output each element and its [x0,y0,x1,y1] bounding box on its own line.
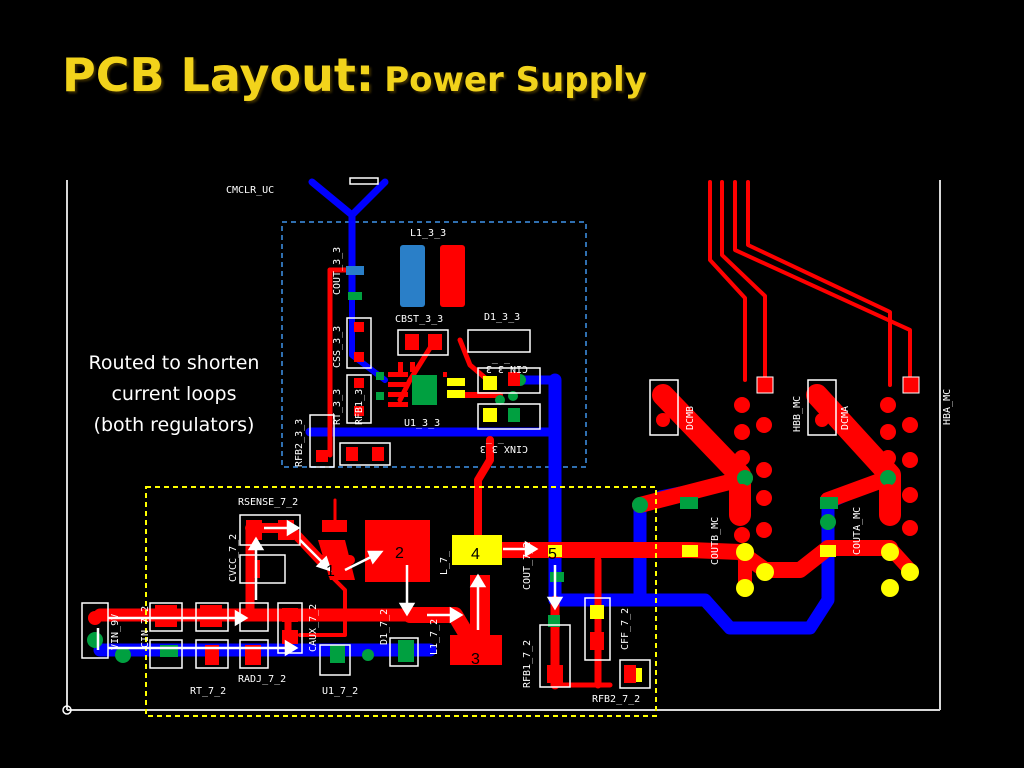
silkscreen [149,177,651,689]
label-l1-7v2: L1_7_2 [429,619,440,655]
u1-3v3-pins [388,362,447,407]
label-radj: RADJ_7_2 [238,674,286,685]
current-loop-arrows [96,519,564,657]
marker-3: 3 [471,651,480,668]
label-cbst: CBST_3_3 [395,314,443,325]
yellow-pads [447,376,919,682]
label-dcma: DCMA [840,406,851,430]
label-cff: CFF_7_2 [620,608,631,650]
label-hba: HBA_MC [942,389,953,425]
label-cmclr: CMCLR_UC [226,185,274,196]
label-d1-7v2: D1_7_2 [379,609,390,645]
hba-pin1 [902,376,920,394]
label-rfb2-7v2: RFB2_7_2 [592,694,640,705]
label-rfb1-3v3: RFB1_3 [354,389,365,425]
label-dcmb: DCMB [685,406,696,430]
routing-note: Routed to shorten current loops (both re… [70,348,278,441]
designator-labels: CMCLR_UC L1_3_3 COUT_3_3 CBST_3_3 D1_3_3… [110,185,953,705]
label-cinx: CINX_3_3 [480,443,528,454]
connector-pins [81,379,837,659]
label-cin-7v2: CIN_7_2 [140,606,151,648]
label-u1-3v3: U1_3_3 [404,418,440,429]
marker-4: 4 [471,546,480,563]
label-cout-3v3: COUT_3_3 [332,247,343,295]
label-hbb: HBB_MC [792,396,803,432]
copper-pours [318,245,502,665]
label-u1-7v2: U1_7_2 [322,686,358,697]
l1-3v3-pad-blue [400,245,425,307]
note-line: current loops [111,383,237,405]
label-cout-7v2: COUT_7_2 [522,542,533,590]
label-rt-3v3: RT_3_3 [332,389,343,425]
label-rsense: RSENSE_7_2 [238,497,298,508]
label-d1-3v3: D1_3_3 [484,312,520,323]
label-caux: CAUX_7_2 [308,604,319,652]
marker-2: 2 [395,545,404,562]
label-l7: L_7_ [439,550,450,575]
label-rt-7v2: RT_7_2 [190,686,226,697]
region-3v3 [281,221,587,468]
label-rfb2-3v3: RFB2_3_3 [294,419,305,467]
board-outline [66,180,941,711]
note-line: Routed to shorten [88,352,260,374]
region-7v2 [145,486,657,717]
vias [87,266,896,663]
marker-1: 1 [326,563,335,580]
title-main: PCB Layout: [62,48,375,102]
label-couta: COUTA_MC [852,507,863,555]
hbb-pin1 [756,376,774,394]
label-vin: VIN_9V [110,614,121,650]
label-css: CSS_3_3 [332,326,343,368]
label-coutb: COUTB_MC [710,517,721,565]
label-l1-3v3: L1_3_3 [410,228,446,239]
header-pads [88,388,918,625]
note-line: (both regulators) [93,414,255,436]
label-cin-3v3: CIN_3_3 [486,363,528,374]
label-cvcc: CVCC_7_2 [228,534,239,582]
label-rfb1-7v2: RFB1_7_2 [522,640,533,688]
marker-5: 5 [548,546,557,563]
title-sub: Power Supply [384,60,647,100]
board-origin-mark [62,705,72,715]
slide-title: PCB Layout:Power Supply [62,48,647,102]
